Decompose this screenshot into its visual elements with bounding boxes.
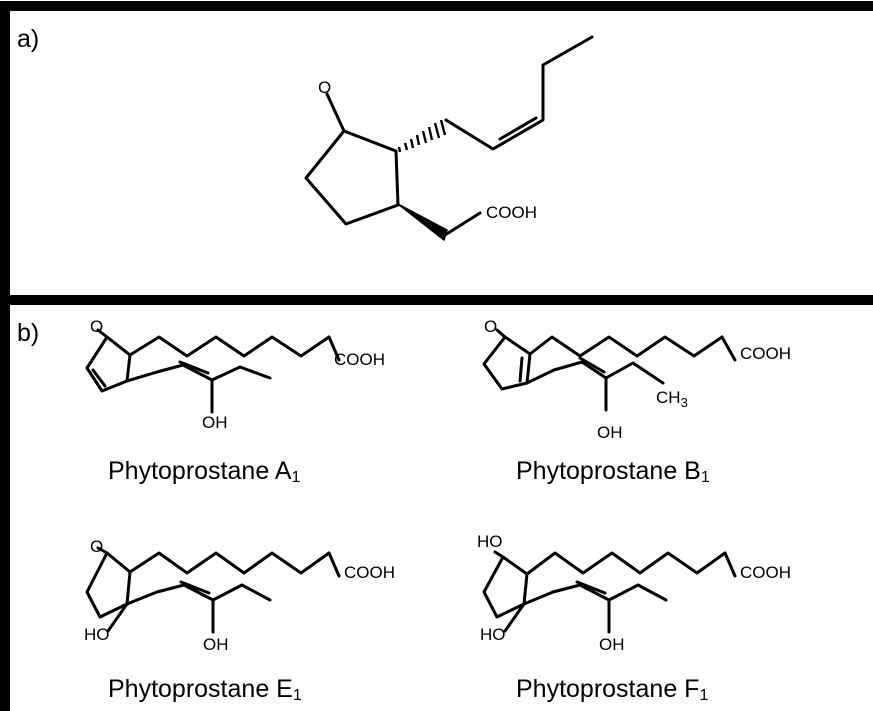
f1-lower-ring-hydroxyl: HO xyxy=(480,625,506,644)
e1-ketone-oxygen: O xyxy=(90,537,103,556)
phytoprostane-e1-caption: Phytoprostane E1 xyxy=(108,675,302,704)
ketone-oxygen: O xyxy=(318,78,331,97)
f1-upper-ring-hydroxyl: HO xyxy=(477,532,503,551)
hashed-wedge xyxy=(397,119,447,153)
panel-a: a) O COOH xyxy=(17,25,594,241)
phytoprostane-f1-caption: Phytoprostane F1 xyxy=(516,675,708,704)
f1-hydroxyl-group: OH xyxy=(599,635,625,654)
phytoprostane-f1-structure: HO COOH OH HO xyxy=(477,532,791,654)
f1-carboxyl-group: COOH xyxy=(740,563,791,582)
phytoprostane-a1-caption: Phytoprostane A1 xyxy=(108,457,300,486)
a1-ketone-oxygen: O xyxy=(90,317,103,336)
phytoprostane-a1-structure: O COOH OH xyxy=(85,317,385,432)
b1-ketone-oxygen: O xyxy=(484,317,497,336)
e1-ring-hydroxyl: HO xyxy=(84,625,110,644)
phytoprostane-e1-structure: O COOH OH HO xyxy=(84,537,395,654)
b1-hydroxyl-group: OH xyxy=(597,423,623,442)
e1-hydroxyl-group: OH xyxy=(203,635,229,654)
a1-carboxyl-group: COOH xyxy=(334,350,385,369)
panel-b-label: b) xyxy=(17,319,39,347)
b1-carboxyl-group: COOH xyxy=(740,344,791,363)
b1-methyl-group: CH3 xyxy=(656,388,688,410)
phytoprostane-b1-caption: Phytoprostane B1 xyxy=(516,457,710,486)
a1-hydroxyl-group: OH xyxy=(202,413,228,432)
solid-wedge xyxy=(397,203,448,241)
panel-b: b) O COOH OH Phytoprostane A1 O COOH xyxy=(17,317,791,704)
panel-a-label: a) xyxy=(17,25,39,53)
phytoprostane-b1-structure: O COOH OH CH3 xyxy=(482,317,791,442)
carboxyl-group: COOH xyxy=(486,203,537,222)
e1-carboxyl-group: COOH xyxy=(344,563,395,582)
jasmonic-acid-structure: O COOH xyxy=(304,35,594,241)
